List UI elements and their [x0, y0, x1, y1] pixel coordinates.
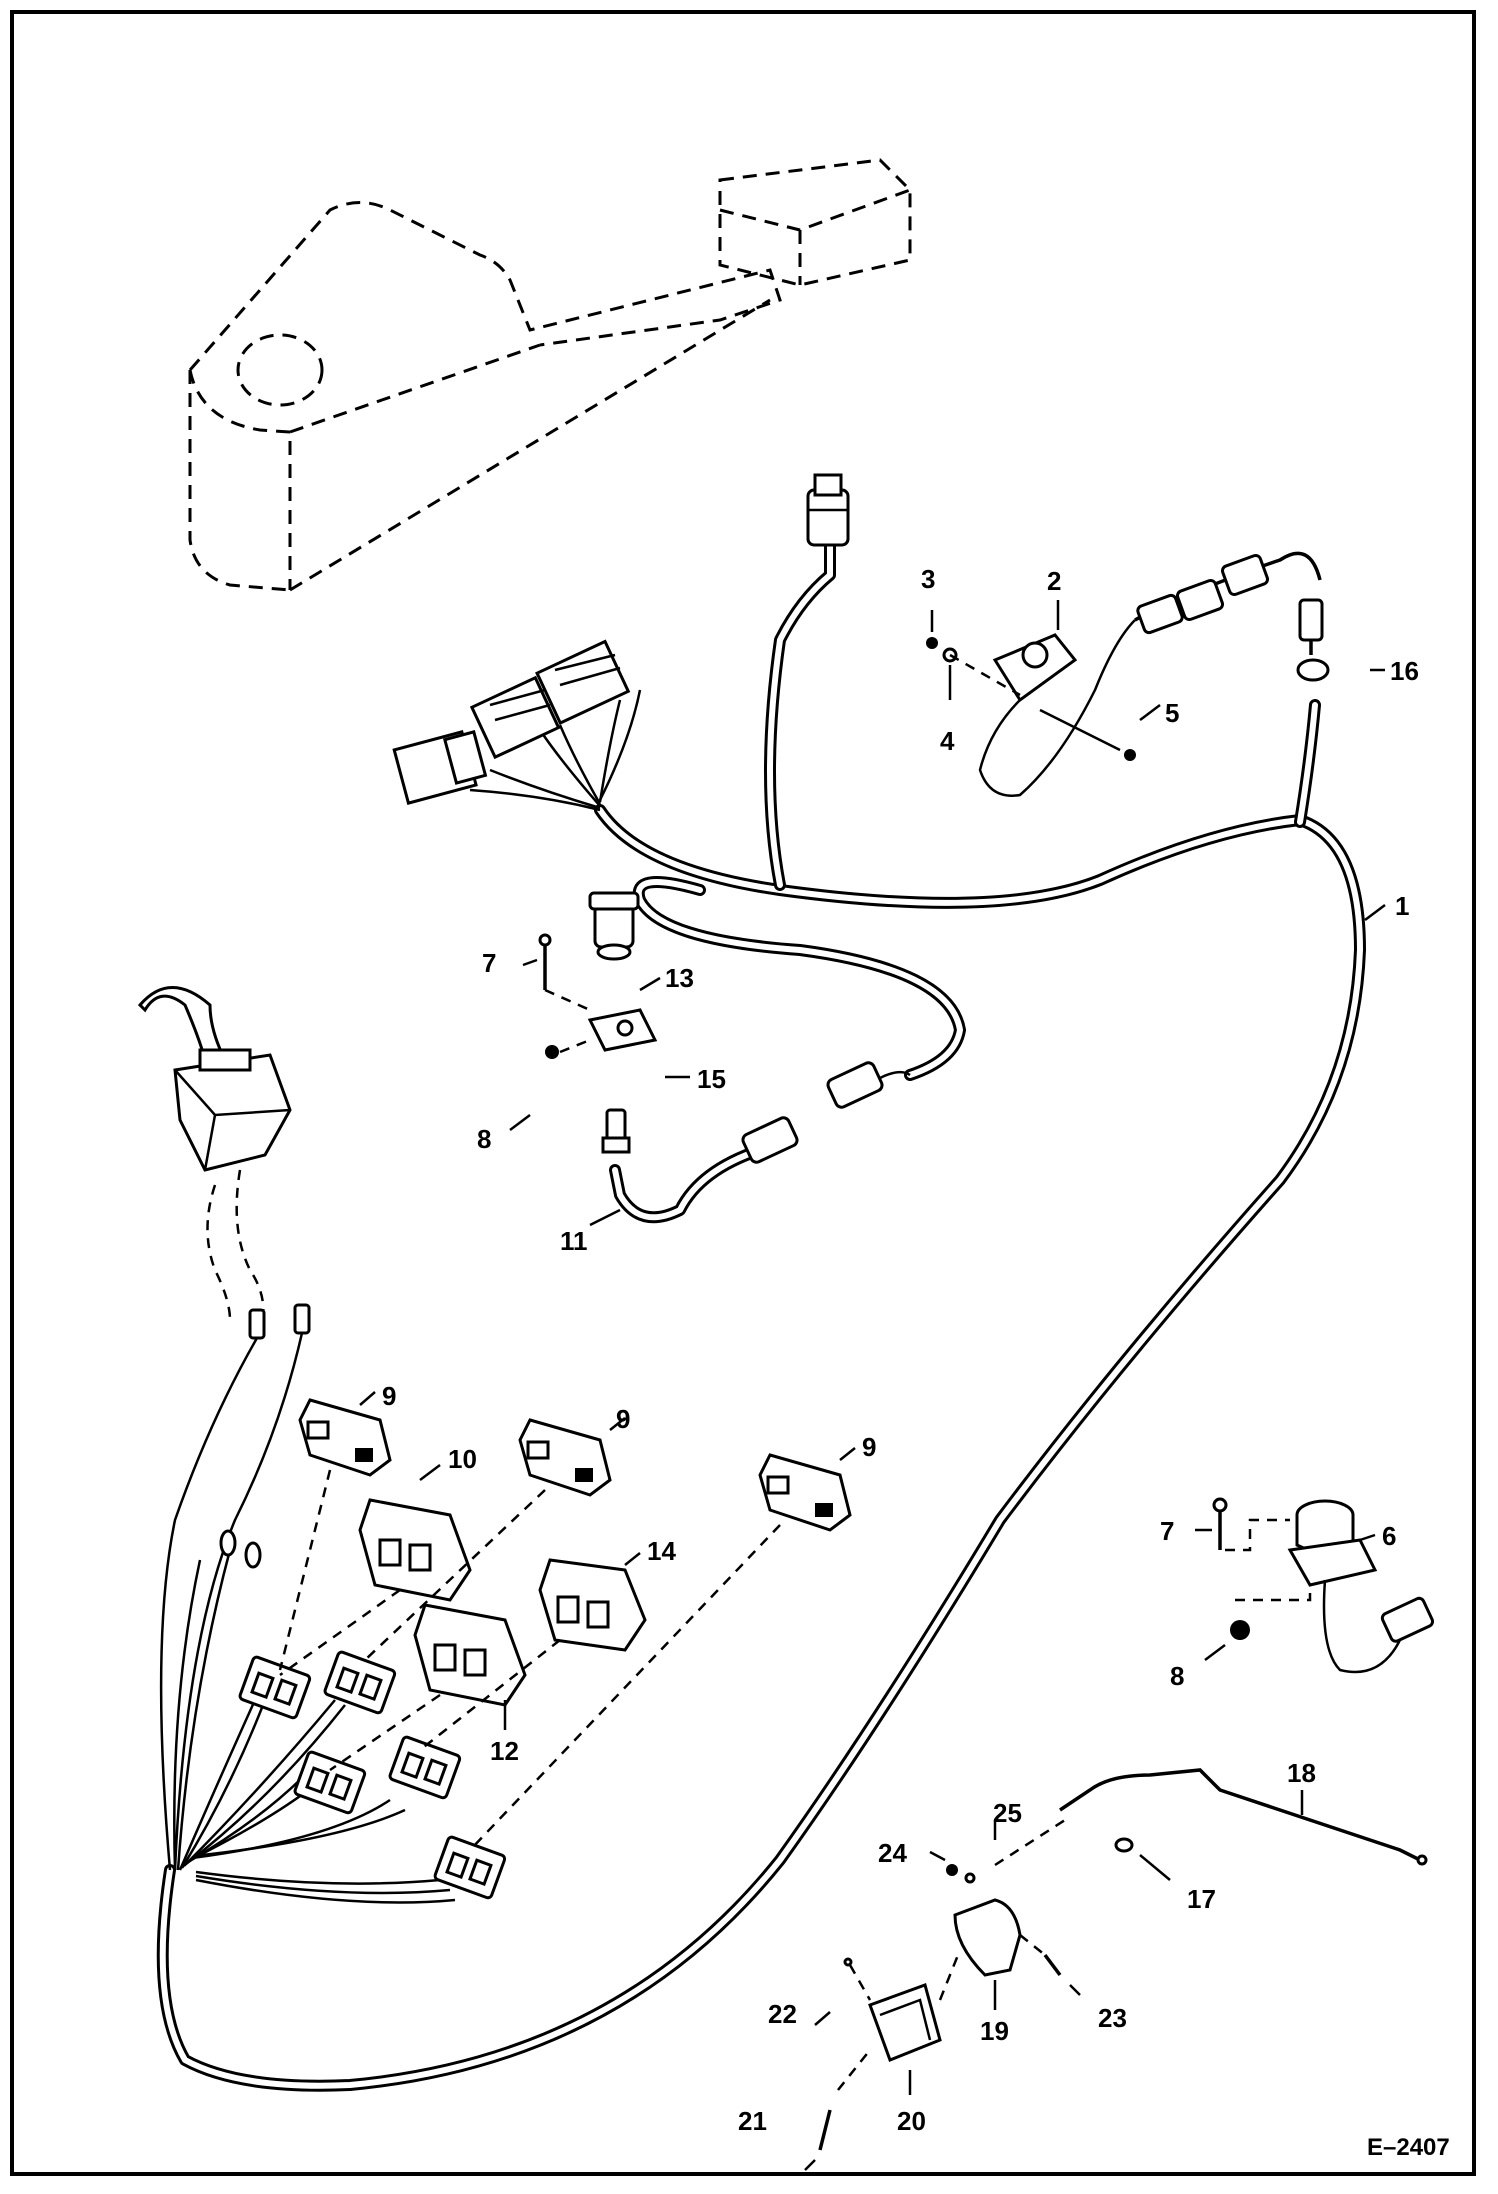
callout-4: 4 — [940, 726, 955, 756]
callout-15: 15 — [697, 1064, 726, 1094]
phantom-console — [188, 158, 912, 592]
callout-10: 10 — [448, 1444, 477, 1474]
callout-22: 22 — [768, 1999, 797, 2029]
callout-13: 13 — [665, 963, 694, 993]
part-12-switch — [413, 1603, 527, 1707]
part-10-switch — [358, 1498, 472, 1602]
part-9-cover — [758, 1453, 852, 1532]
harness-connector — [323, 1650, 397, 1715]
callout-16: 16 — [1390, 656, 1419, 686]
part-6-key-switch — [1212, 1497, 1435, 1674]
callout-24: 24 — [878, 1838, 907, 1868]
main-harness-1 — [156, 539, 1366, 2092]
callout-25: 25 — [993, 1798, 1022, 1828]
callout-17: 17 — [1187, 1884, 1216, 1914]
harness-connector — [238, 1655, 312, 1720]
callout-8: 8 — [1170, 1661, 1184, 1691]
joystick — [137, 986, 311, 1871]
callout-1: 1 — [1395, 891, 1409, 921]
callout-8: 8 — [477, 1124, 491, 1154]
callout-19: 19 — [980, 2016, 1009, 2046]
callout-21: 21 — [738, 2106, 767, 2136]
callout-9: 9 — [382, 1381, 396, 1411]
callout-18: 18 — [1287, 1758, 1316, 1788]
part-14-switch — [538, 1558, 647, 1652]
callout-2: 2 — [1047, 566, 1061, 596]
part-9-cover — [518, 1418, 612, 1497]
callout-14: 14 — [647, 1536, 676, 1566]
connector-b — [469, 675, 561, 760]
callout-20: 20 — [897, 2106, 926, 2136]
connector-a — [392, 730, 488, 805]
callout-3: 3 — [921, 564, 935, 594]
top-connectors — [392, 639, 631, 805]
harness-connector — [293, 1750, 367, 1815]
callout-11: 11 — [560, 1226, 588, 1256]
callout-12: 12 — [490, 1736, 519, 1766]
leader-lines — [359, 600, 1386, 2171]
part-9-cover — [298, 1398, 392, 1477]
harness-switch-connectors — [238, 1650, 507, 1900]
callout-23: 23 — [1098, 2003, 1127, 2033]
harness-connector — [388, 1735, 462, 1800]
part-11-sensor — [601, 1061, 911, 1164]
rocker-switches — [278, 1398, 852, 1851]
harness-end-connector — [806, 473, 850, 547]
part-13-15-group — [538, 891, 658, 1059]
callout-7: 7 — [482, 948, 496, 978]
callout-6: 6 — [1382, 1521, 1396, 1551]
callouts: 1 2 3 4 5 6 7 7 8 8 9 9 9 10 11 12 13 14… — [382, 564, 1450, 2161]
part-3-4-5-hardware — [926, 637, 1136, 761]
callout-7: 7 — [1160, 1516, 1174, 1546]
figure-reference: E–2407 — [1367, 2134, 1450, 2161]
connector-c — [535, 639, 631, 726]
part-2-switch — [978, 551, 1330, 797]
switch-breakout-wires — [173, 1549, 456, 1904]
harness-connector — [433, 1835, 507, 1900]
callout-5: 5 — [1165, 698, 1179, 728]
callout-9: 9 — [616, 1404, 630, 1434]
callout-9: 9 — [862, 1432, 876, 1462]
ring-terminals — [219, 1529, 262, 1569]
parts-17-25 — [818, 1768, 1428, 2151]
top-connector-wires — [469, 689, 642, 812]
